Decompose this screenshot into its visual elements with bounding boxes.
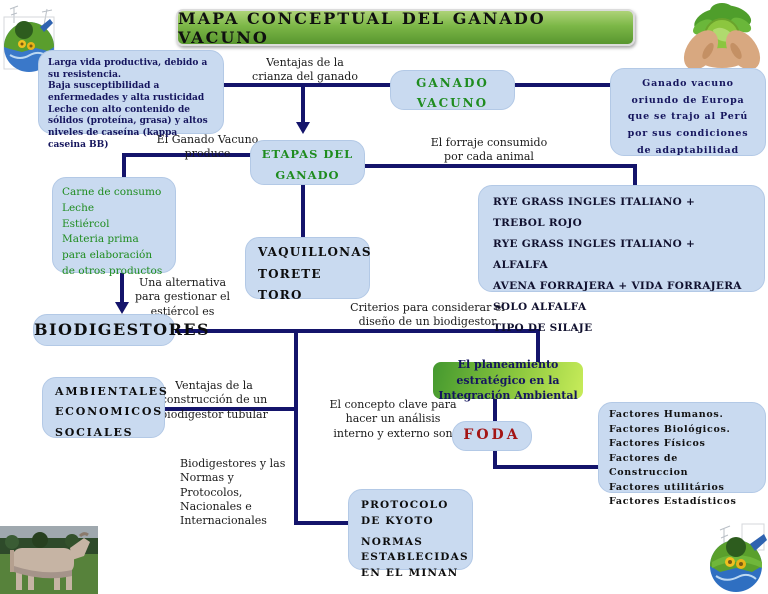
connector-line [365,164,637,168]
trait-item: Baja susceptibilidad a enfermedades y al… [48,81,205,104]
producto-item: Leche [62,201,95,214]
connector-line [493,397,497,423]
arrow-down-icon [296,122,310,134]
node-productos: Carne de consumo Leche Estiércol Materia… [52,177,176,277]
forraje-item: RYE GRASS INGLES ITALIANO + TREBOL ROJO [493,196,696,229]
factor-item: Factores utilitários [609,481,725,493]
producto-item: Materia prima para elaboración de otros … [62,233,163,277]
node-forrajes: RYE GRASS INGLES ITALIANO + TREBOL ROJO … [478,185,765,334]
connector-line [224,83,392,87]
connector-line [493,465,600,469]
node-traits: Larga vida productiva, debido a su resis… [38,50,224,150]
node-factores: Factores Humanos. Factores Biológicos. F… [598,402,766,507]
node-foda: FODA [452,421,532,451]
node-etapas: ETAPAS DEL GANADO [250,140,365,185]
ambito-item: SOCIALES [55,425,134,439]
node-biodigestores: BIODIGESTORES [33,314,211,346]
node-line: VACUNO [416,96,489,111]
edge-label-produce: El Ganado Vacuno produce [156,133,259,161]
node-origen: Ganado vacuno oriundo de Europa que se t… [610,68,766,156]
eco-globe-icon [706,520,768,594]
ambito-item: ECONOMICOS [55,405,163,419]
trait-item: Larga vida productiva, debido a su resis… [48,58,208,80]
producto-item: Estiércol [62,217,110,230]
factor-item: Factores Físicos [609,438,706,449]
factor-item: Factores Humanos. [609,409,724,420]
forraje-item: RYE GRASS INGLES ITALIANO + ALFALFA [493,238,696,271]
node-text: FODA [463,427,521,443]
etapa-item: TORETE [258,266,322,281]
connector-line [120,273,124,305]
connector-line [165,407,298,411]
node-text: Ganado vacuno oriundo de Europa que se t… [627,78,749,156]
protocolo-item: PROTOCOLO DE KYOTO [361,499,449,527]
forraje-item: AVENA FORRAJERA + VIDA FORRAJERA [493,280,742,292]
node-ganado-vacuno: GANADO VACUNO [390,70,515,110]
connector-line [633,164,637,187]
factor-item: Factores de Construccion [609,452,689,479]
factor-item: Factores Estadísticos [609,496,737,507]
producto-item: Carne de consumo [62,186,162,198]
forraje-item: SOLO ALFALFA [493,301,587,313]
edge-label-construccion: Ventajas de la construcción de un biodig… [160,379,268,421]
ambito-item: AMBIENTALES [55,385,169,398]
node-line: GANADO [275,167,340,182]
node-text: BIODIGESTORES [34,320,211,339]
connector-line [301,87,305,124]
connector-line [294,521,350,525]
cow-photo [0,526,98,594]
edge-label-crianza: Ventajas de la crianza del ganado [252,56,358,84]
etapa-item: TORO [258,288,303,303]
connector-line [493,450,497,469]
connector-line [175,329,540,333]
hands-holding-globe-icon [677,0,768,72]
node-line: ETAPAS DEL [261,147,354,161]
node-ambientales: AMBIENTALES ECONOMICOS SOCIALES [42,377,169,439]
connector-line [301,185,305,238]
etapa-item: VAQUILLONAS [258,245,372,259]
factor-item: Factores Biológicos. [609,423,731,435]
forraje-item: TIPO DE SILAJE [493,322,593,334]
connector-line [515,83,612,87]
edge-label-criterios: Criterios para considerar el diseño de u… [350,301,505,329]
node-planeamiento: El planeamiento estratégico en la Integr… [433,358,583,402]
trait-item: Leche con alto contenido de sólidos (pro… [48,104,208,150]
protocolo-item: NORMAS ESTABLECIDAS EN EL MINAN [361,535,469,580]
connector-line [294,329,298,525]
connector-line [122,153,254,157]
edge-label-forraje: El forraje consumido por cada animal [430,136,548,164]
node-line: GANADO [416,76,489,90]
arrow-down-icon [115,302,129,314]
node-etapas-list: VAQUILLONAS TORETE TORO [245,237,372,302]
edge-label-normas: Biodigestores y las Normas y Protocolos,… [180,457,286,528]
edge-label-concepto: El concepto clave para hacer un análisis… [329,398,457,440]
connector-line [122,153,126,179]
connector-line [536,329,540,364]
node-protocolo: PROTOCOLO DE KYOTO NORMAS ESTABLECIDAS E… [348,489,473,579]
page-title: MAPA CONCEPTUAL DEL GANADO VACUNO [176,9,635,47]
